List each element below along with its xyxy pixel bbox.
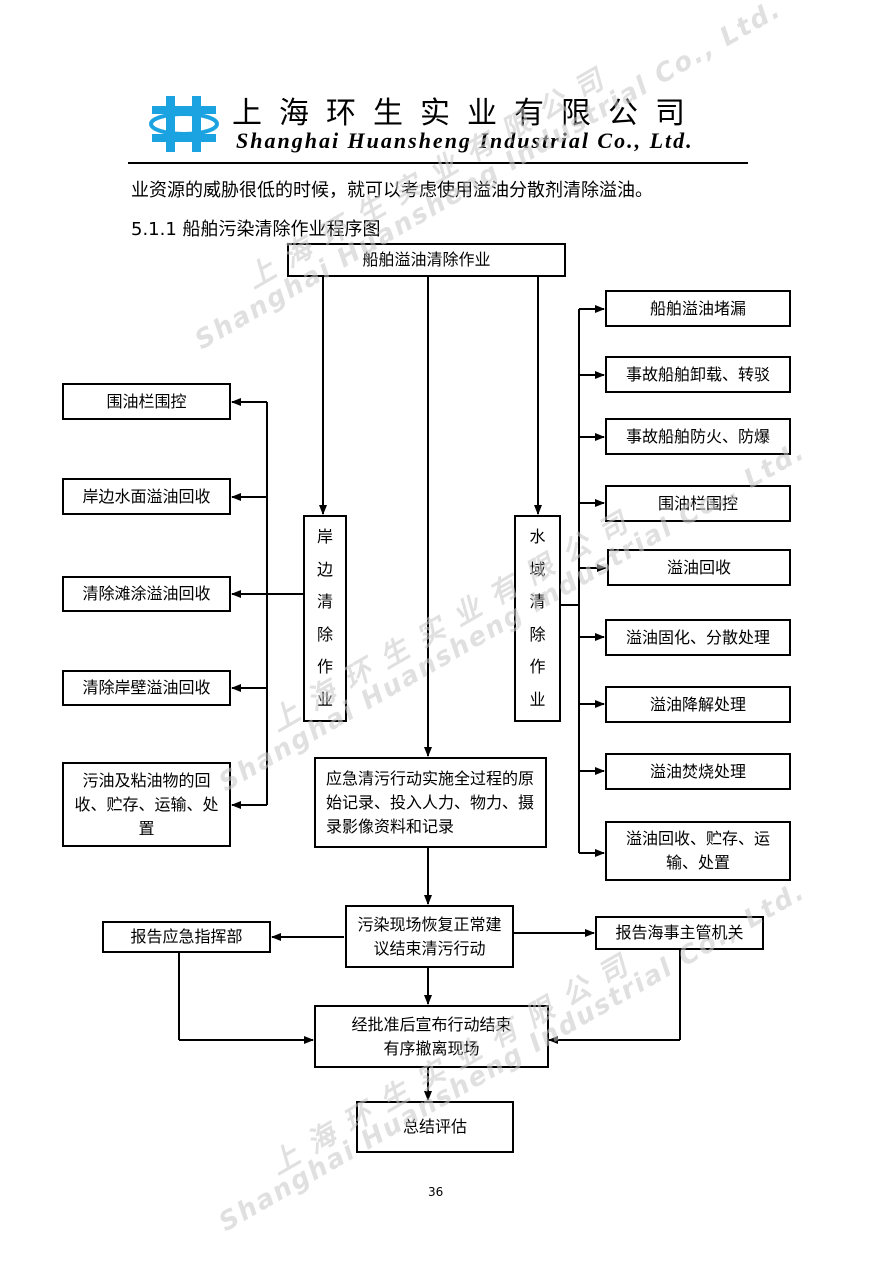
left-item: 清除滩涂溢油回收 [62, 576, 231, 612]
company-name-cn: 上海环生实业有限公司 [232, 96, 702, 131]
intro-line: 业资源的威胁很低的时候，就可以考虑使用溢油分散剂清除溢油。 [131, 180, 653, 201]
water-char: 清 [529, 592, 546, 612]
shore-char: 清 [316, 592, 333, 612]
restore-box: 污染现场恢复正常建议结束清污行动 [345, 905, 514, 968]
right-item: 事故船舶防火、防爆 [605, 418, 791, 455]
record-box: 应急清污行动实施全过程的原始记录、投入人力、物力、摄录影像资料和记录 [314, 757, 547, 848]
water-cleanup-box: 水 域 清 除 作 业 [514, 515, 561, 722]
right-item: 溢油降解处理 [605, 686, 791, 723]
right-item: 溢油固化、分散处理 [605, 619, 791, 656]
logo-icon [149, 96, 219, 152]
shore-char: 除 [316, 624, 333, 644]
right-item: 溢油回收 [607, 549, 791, 586]
right-item: 事故船舶卸载、转驳 [605, 356, 791, 393]
shore-cleanup-box: 岸 边 清 除 作 业 [303, 515, 347, 722]
section-title: 5.1.1 船舶污染清除作业程序图 [131, 219, 381, 240]
left-item: 清除岸壁溢油回收 [62, 670, 231, 706]
approve-box: 经批准后宣布行动结束有序撤离现场 [314, 1005, 549, 1068]
water-char: 水 [529, 527, 546, 547]
right-item: 溢油焚烧处理 [605, 753, 791, 790]
right-item: 船舶溢油堵漏 [605, 290, 791, 327]
right-item: 溢油回收、贮存、运输、处置 [605, 821, 791, 881]
header-divider [128, 162, 748, 164]
report-maritime-box: 报告海事主管机关 [595, 916, 764, 950]
company-logo [148, 92, 220, 156]
report-command-box: 报告应急指挥部 [102, 921, 271, 953]
water-char: 除 [529, 624, 546, 644]
water-char: 作 [529, 657, 546, 677]
shore-char: 业 [316, 689, 333, 709]
page-number: 36 [428, 1185, 444, 1199]
left-item: 岸边水面溢油回收 [62, 478, 231, 515]
left-item: 污油及粘油物的回收、贮存、运输、处置 [62, 762, 231, 847]
company-name-en: Shanghai Huansheng Industrial Co., Ltd. [236, 128, 694, 153]
left-item: 围油栏围控 [62, 383, 231, 420]
water-char: 业 [529, 689, 546, 709]
shore-char: 边 [316, 559, 333, 579]
shore-char: 岸 [316, 527, 333, 547]
shore-char: 作 [316, 657, 333, 677]
summary-box: 总结评估 [356, 1101, 514, 1153]
water-char: 域 [529, 559, 546, 579]
top-box: 船舶溢油清除作业 [287, 243, 566, 277]
right-item: 围油栏围控 [605, 485, 791, 522]
